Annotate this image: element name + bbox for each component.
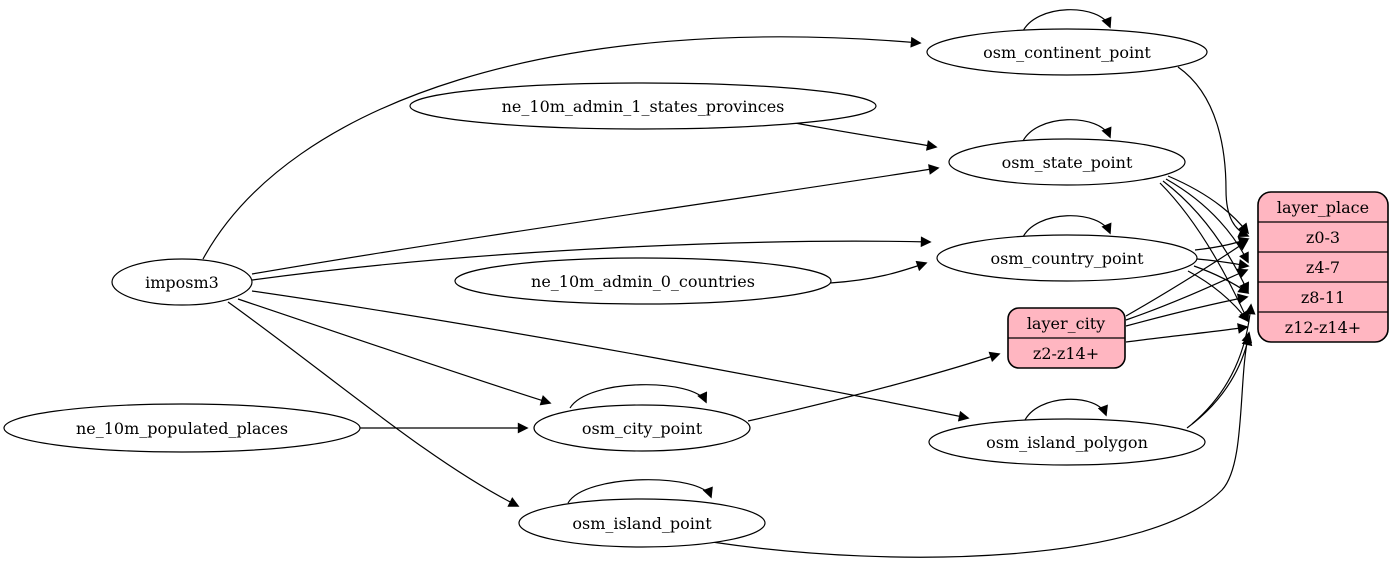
edge-osm-island-point-self-loop	[567, 479, 713, 504]
edge-osm-state-point-layer-place-z4-7	[1165, 178, 1249, 264]
edge-osm-country-point-layer-place-z12-z14	[1187, 270, 1249, 323]
node-osm-country-point: osm_country_point	[936, 234, 1198, 282]
node-imposm3-shape	[111, 258, 253, 306]
edge-osm-country-point-layer-place-z4-7	[1196, 258, 1250, 270]
layer-place-row-z8-11: z8-11	[1301, 288, 1345, 307]
layer-city-row-z2-z14: z2-z14+	[1033, 344, 1099, 363]
edge-osm-country-point-layer-place-z8-11	[1193, 265, 1250, 294]
edge-group	[202, 9, 1256, 558]
edge-layer-city-layer-place-z0-3	[1125, 240, 1249, 317]
node-osm-island-point-label: osm_island_point	[572, 514, 712, 533]
node-osm-country-point-label: osm_country_point	[990, 249, 1144, 268]
edge-osm-city-point-layer-city-z2-z14	[747, 351, 1001, 422]
node-osm-continent-point: osm_continent_point	[926, 28, 1208, 76]
node-layer-place-title: layer_place	[1277, 198, 1369, 217]
node-ne-10m-admin-1-shape	[409, 82, 877, 130]
node-osm-city-point: osm_city_point	[533, 404, 751, 452]
node-layer-city-title: layer_city	[1027, 314, 1105, 333]
edge-osm-island-polygon-layer-place-z12-z14	[1186, 334, 1253, 429]
node-ne-10m-populated-places-label: ne_10m_populated_places	[76, 419, 288, 438]
edge-imposm3-osm-continent-point	[202, 36, 922, 260]
node-ne-10m-admin-0-label: ne_10m_admin_0_countries	[531, 272, 755, 291]
edge-layer-city-layer-place-z8-11	[1125, 293, 1249, 327]
node-osm-city-point-label: osm_city_point	[582, 419, 703, 438]
node-osm-continent-point-shape	[926, 28, 1208, 76]
node-imposm3-label: imposm3	[145, 273, 219, 292]
edge-ne-10m-admin-1-osm-state-point	[794, 122, 938, 151]
edge-osm-island-polygon-layer-place-z8-11	[1191, 303, 1256, 425]
node-imposm3: imposm3	[111, 258, 253, 306]
node-osm-island-polygon-label: osm_island_polygon	[986, 433, 1148, 452]
edge-ne-10m-admin-0-osm-country-point	[829, 260, 928, 284]
layer-place-row-z12-z14: z12-z14+	[1285, 318, 1361, 337]
node-osm-country-point-shape	[936, 234, 1198, 282]
node-ne-10m-populated-places-shape	[3, 403, 361, 453]
node-osm-island-point-shape	[518, 498, 766, 548]
node-ne-10m-populated-places: ne_10m_populated_places	[3, 403, 361, 453]
edge-osm-country-point-self-loop	[1021, 215, 1112, 240]
edge-layer-city-layer-place-z12-z14	[1125, 323, 1249, 343]
edge-osm-city-point-self-loop	[569, 384, 708, 409]
node-osm-state-point-shape	[948, 138, 1186, 186]
layer-place-row-z0-3: z0-3	[1306, 228, 1340, 247]
edge-imposm3-osm-island-point	[227, 301, 520, 507]
edge-layer-city-layer-place-z4-7	[1125, 268, 1249, 321]
node-osm-state-point: osm_state_point	[948, 138, 1186, 186]
edge-osm-country-point-layer-place-z0-3	[1194, 236, 1250, 251]
edge-imposm3-osm-island-polygon	[251, 290, 970, 422]
node-layer-city: layer_city z2-z14+	[1007, 307, 1126, 369]
edge-imposm3-osm-city-point	[237, 298, 552, 406]
edge-osm-island-polygon-self-loop	[1023, 398, 1108, 423]
edge-osm-island-point-layer-place-z12-z14	[711, 331, 1253, 558]
node-osm-city-point-shape	[533, 404, 751, 452]
edge-osm-state-point-layer-place-z12-z14	[1159, 182, 1250, 323]
node-ne-10m-admin-0-countries: ne_10m_admin_0_countries	[454, 257, 832, 305]
layer-place-row-z4-7: z4-7	[1306, 258, 1340, 277]
edge-osm-state-point-layer-place-z0-3	[1167, 175, 1250, 235]
edge-osm-state-point-self-loop	[1021, 119, 1112, 144]
edge-imposm3-osm-country-point	[251, 236, 932, 281]
edge-osm-state-point-layer-place-z8-11	[1162, 180, 1250, 294]
node-ne-10m-admin-0-shape	[454, 257, 832, 305]
edge-osm-continent-point-self-loop	[1021, 9, 1112, 34]
node-osm-island-polygon-shape	[928, 418, 1206, 466]
edge-osm-continent-point-layer-place-z0-3	[1177, 66, 1250, 238]
node-layer-place-shape	[1257, 191, 1389, 343]
node-layer-place: layer_place z0-3 z4-7 z8-11 z12-z14+	[1257, 191, 1389, 343]
node-osm-continent-point-label: osm_continent_point	[983, 43, 1151, 62]
edge-imposm3-osm-state-point	[251, 164, 940, 275]
node-osm-state-point-label: osm_state_point	[1002, 153, 1133, 172]
node-osm-island-polygon: osm_island_polygon	[928, 418, 1206, 466]
node-ne-10m-admin-1-states-provinces: ne_10m_admin_1_states_provinces	[409, 82, 877, 130]
node-ne-10m-admin-1-label: ne_10m_admin_1_states_provinces	[502, 97, 785, 116]
node-osm-island-point: osm_island_point	[518, 498, 766, 548]
